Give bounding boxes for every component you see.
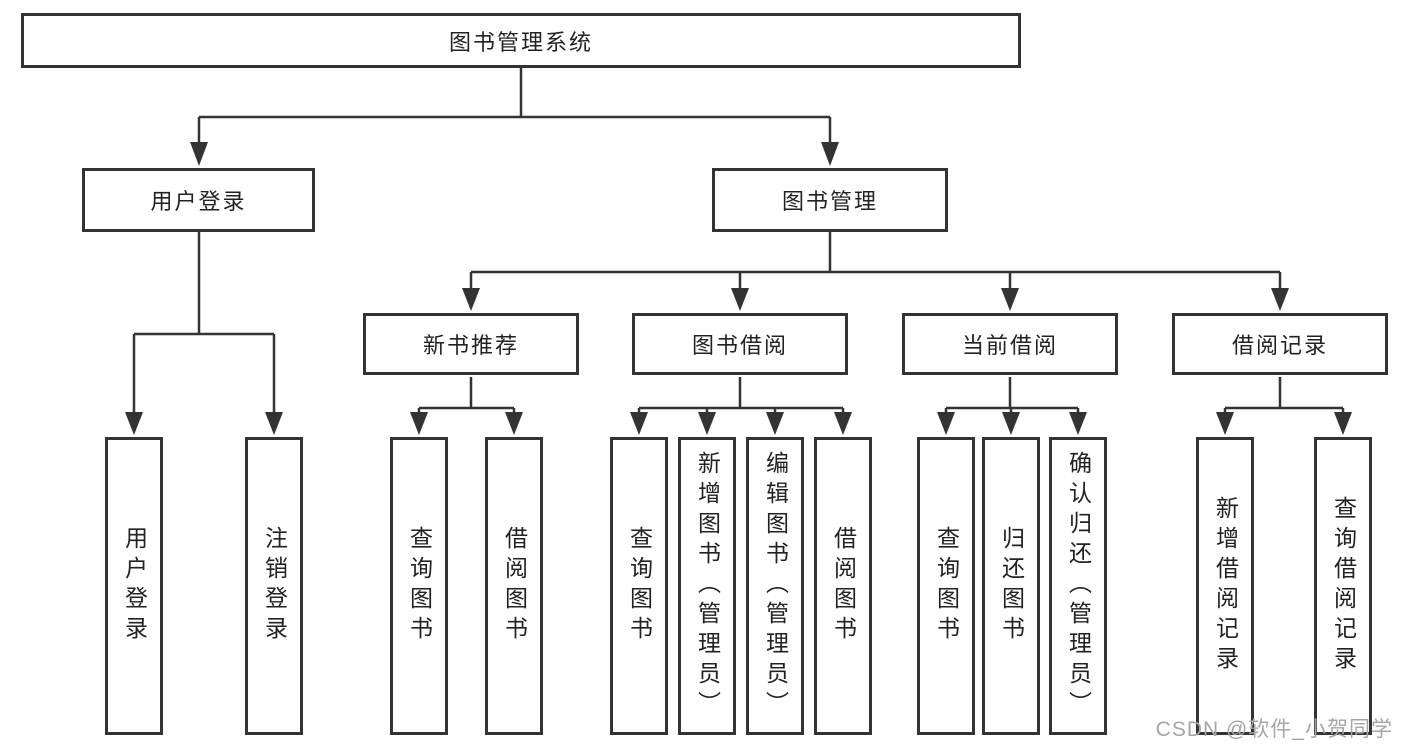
arrowhead bbox=[766, 412, 784, 435]
node-current-return-books: 归还图书 bbox=[982, 437, 1040, 735]
arrowhead bbox=[630, 412, 648, 435]
node-label: 查询图书 bbox=[626, 526, 653, 646]
node-label: 新书推荐 bbox=[422, 333, 519, 358]
node-label: 借阅记录 bbox=[1231, 333, 1328, 358]
node-label: 用户登录 bbox=[121, 526, 148, 646]
arrowhead bbox=[1334, 412, 1352, 435]
arrowhead bbox=[1069, 412, 1087, 435]
arrowhead bbox=[265, 412, 283, 435]
node-recommend-query-books: 查询图书 bbox=[390, 437, 448, 735]
node-label: 查询图书 bbox=[406, 526, 433, 646]
arrowhead bbox=[937, 412, 955, 435]
node-new-book-recommend: 新书推荐 bbox=[363, 313, 579, 375]
node-borrow-edit-books-admin: 编辑图书（管理员） bbox=[746, 437, 804, 735]
node-records-add-borrow-record: 新增借阅记录 bbox=[1196, 437, 1254, 735]
node-user-login-action: 用户登录 bbox=[105, 437, 163, 735]
node-label: 当前借阅 bbox=[961, 333, 1058, 358]
arrowhead bbox=[410, 412, 428, 435]
connector-book-management-children bbox=[469, 231, 1282, 290]
node-label: 归还图书 bbox=[998, 526, 1025, 646]
node-label: 查询图书 bbox=[933, 526, 960, 646]
node-book-management: 图书管理 bbox=[712, 168, 948, 232]
node-records-query-borrow-record: 查询借阅记录 bbox=[1314, 437, 1372, 735]
arrowhead bbox=[1271, 288, 1289, 311]
node-borrow-add-books-admin: 新增图书（管理员） bbox=[678, 437, 736, 735]
node-borrow-records: 借阅记录 bbox=[1172, 313, 1388, 375]
arrowhead bbox=[698, 412, 716, 435]
node-label: 确认归还（管理员） bbox=[1065, 451, 1092, 721]
connector-user-login-children bbox=[132, 231, 276, 414]
arrowhead bbox=[1002, 412, 1020, 435]
node-label: 新增图书（管理员） bbox=[694, 451, 721, 721]
node-borrow-borrow-books: 借阅图书 bbox=[814, 437, 872, 735]
node-label: 新增借阅记录 bbox=[1212, 496, 1239, 676]
node-label: 编辑图书（管理员） bbox=[762, 451, 789, 721]
arrowhead bbox=[834, 412, 852, 435]
arrowhead bbox=[190, 142, 208, 166]
connector-borrow-records-children bbox=[1223, 377, 1345, 414]
node-current-borrow: 当前借阅 bbox=[902, 313, 1118, 375]
connector-root-to-level2 bbox=[197, 67, 832, 145]
node-recommend-borrow-books: 借阅图书 bbox=[485, 437, 543, 735]
arrowhead bbox=[505, 412, 523, 435]
node-label: 用户登录 bbox=[150, 189, 247, 214]
arrowhead bbox=[731, 288, 749, 311]
csdn-watermark: CSDN @软件_小贺同学 bbox=[1155, 718, 1393, 741]
node-library-management-system: 图书管理系统 bbox=[21, 13, 1021, 68]
node-user-login: 用户登录 bbox=[82, 168, 315, 232]
node-logout-action: 注销登录 bbox=[245, 437, 303, 735]
connector-new-recommend-children bbox=[417, 377, 516, 414]
node-label: 借阅图书 bbox=[501, 526, 528, 646]
node-book-borrow: 图书借阅 bbox=[632, 313, 848, 375]
node-label: 图书借阅 bbox=[691, 333, 788, 358]
arrowhead bbox=[1001, 288, 1019, 311]
node-label: 注销登录 bbox=[261, 526, 288, 646]
node-label: 借阅图书 bbox=[830, 526, 857, 646]
connector-book-borrow-children bbox=[637, 377, 845, 414]
connector-current-borrow-children bbox=[944, 377, 1080, 414]
node-label: 查询借阅记录 bbox=[1330, 496, 1357, 676]
node-label: 图书管理系统 bbox=[448, 29, 593, 55]
node-current-query-books: 查询图书 bbox=[917, 437, 975, 735]
arrowhead bbox=[125, 412, 143, 435]
arrowhead bbox=[462, 288, 480, 311]
node-current-confirm-return-admin: 确认归还（管理员） bbox=[1049, 437, 1107, 735]
arrowhead bbox=[821, 142, 839, 166]
arrowhead bbox=[1216, 412, 1234, 435]
node-label: 图书管理 bbox=[781, 189, 878, 214]
node-borrow-query-books: 查询图书 bbox=[610, 437, 668, 735]
